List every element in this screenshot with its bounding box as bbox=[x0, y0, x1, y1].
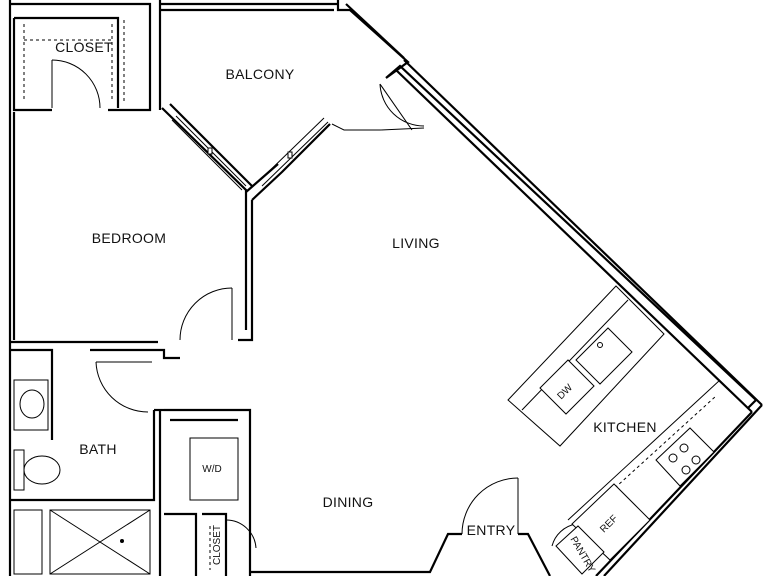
toilet-icon bbox=[23, 455, 61, 485]
exterior-walls bbox=[8, 0, 763, 576]
closet-door bbox=[51, 59, 101, 109]
label-bedroom: BEDROOM bbox=[92, 230, 166, 246]
doors bbox=[51, 59, 577, 549]
label-living: LIVING bbox=[392, 235, 440, 251]
bath-door bbox=[95, 361, 149, 413]
kitchen-fixtures bbox=[507, 285, 721, 575]
range-icon bbox=[655, 427, 715, 487]
balcony-door bbox=[379, 83, 425, 127]
label-kitchen: KITCHEN bbox=[593, 419, 657, 435]
label-bath: BATH bbox=[79, 441, 117, 457]
label-washer-dryer: W/D bbox=[202, 464, 221, 475]
bath-fixtures bbox=[13, 379, 151, 575]
sink-icon bbox=[19, 389, 45, 419]
closet-shelving bbox=[23, 20, 211, 570]
bedroom-door bbox=[179, 287, 233, 341]
pantry bbox=[555, 525, 605, 575]
interior-walls bbox=[10, 103, 551, 576]
room-labels: CLOSET BALCONY BEDROOM LIVING KITCHEN BA… bbox=[55, 39, 657, 565]
closet-small-door bbox=[225, 519, 257, 549]
label-entry: ENTRY bbox=[467, 522, 516, 538]
toilet-tank bbox=[13, 449, 25, 491]
label-balcony: BALCONY bbox=[225, 66, 294, 82]
kitchen-sink-icon bbox=[575, 327, 633, 385]
glazing bbox=[171, 115, 329, 191]
label-closet-bottom: CLOSET bbox=[212, 525, 223, 565]
dishwasher bbox=[539, 359, 595, 415]
entry-door bbox=[461, 477, 519, 535]
label-dining: DINING bbox=[323, 494, 374, 510]
label-closet-top: CLOSET bbox=[55, 39, 113, 55]
